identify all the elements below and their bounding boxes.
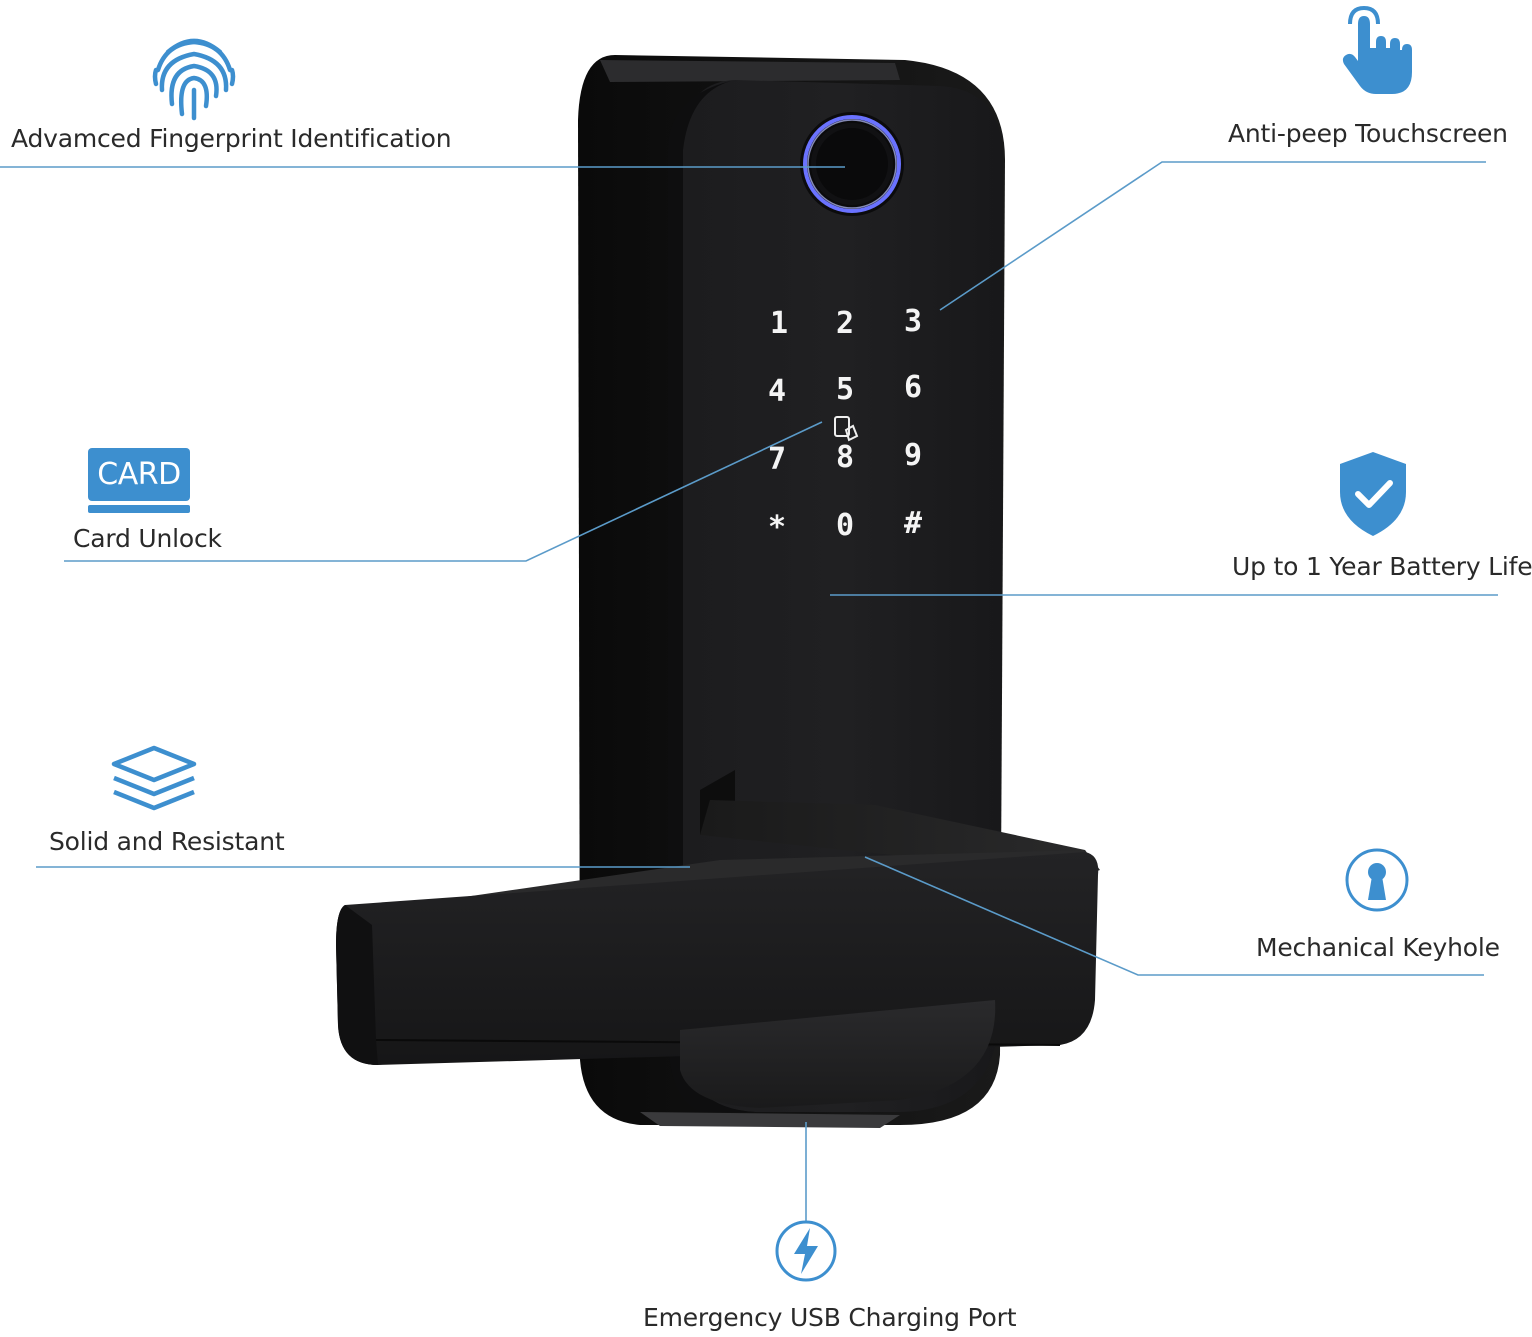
smart-door-lock-illustration — [336, 55, 1100, 1128]
feature-label-fingerprint: Advamced Fingerprint Identification — [11, 124, 452, 153]
keypad-key[interactable]: 8 — [835, 440, 855, 475]
layers-icon — [111, 745, 197, 811]
leader-lines — [0, 161, 1498, 1222]
keypad-key[interactable]: 2 — [835, 306, 855, 341]
keypad-key[interactable]: * — [767, 510, 787, 545]
feature-label-keyhole: Mechanical Keyhole — [1256, 933, 1500, 962]
card-reader-icon — [834, 416, 859, 442]
keypad-key[interactable]: 0 — [835, 508, 855, 543]
fingerprint-sensor[interactable] — [800, 112, 904, 216]
lightning-icon — [775, 1220, 837, 1282]
lock-bottom-base — [640, 1000, 996, 1128]
keypad-key[interactable]: 3 — [903, 304, 923, 339]
feature-label-usb: Emergency USB Charging Port — [643, 1303, 1017, 1332]
feature-label-touchscreen: Anti-peep Touchscreen — [1228, 119, 1508, 148]
keypad-key[interactable]: 1 — [769, 306, 789, 341]
leader-line-card — [64, 421, 823, 562]
fingerprint-icon — [152, 38, 236, 121]
product-feature-graphic: 1 2 3 4 5 6 7 8 9 * 0 # — [0, 6, 1532, 1332]
card-icon-text: CARD — [88, 448, 190, 501]
keypad-key[interactable]: 5 — [835, 372, 855, 407]
keypad-key[interactable]: 6 — [903, 370, 923, 405]
keypad-key[interactable]: 7 — [767, 442, 787, 477]
touch-hand-icon — [1342, 6, 1412, 94]
card-icon: CARD — [88, 448, 190, 514]
leader-line-keyhole — [864, 856, 1484, 976]
feature-label-battery: Up to 1 Year Battery Life — [1232, 552, 1532, 581]
feature-label-card: Card Unlock — [73, 524, 222, 553]
feature-label-solid: Solid and Resistant — [49, 827, 285, 856]
keypad-key[interactable]: 4 — [767, 374, 787, 409]
keypad-key[interactable]: # — [903, 506, 923, 541]
keypad-key[interactable]: 9 — [903, 438, 923, 473]
leader-line-touchscreen — [939, 161, 1486, 311]
keyhole-icon — [1345, 848, 1409, 912]
shield-check-icon — [1340, 452, 1406, 536]
